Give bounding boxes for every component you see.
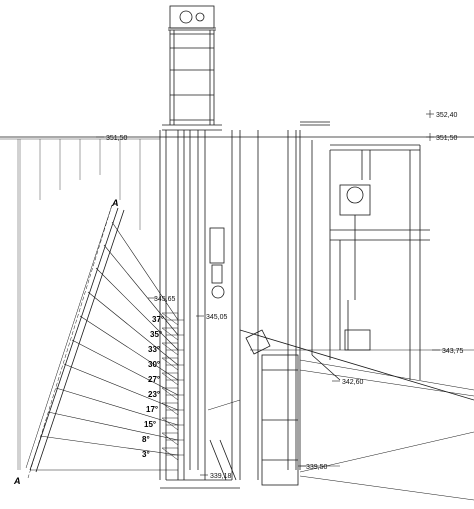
elevation-low-center: 339,50 <box>306 464 328 471</box>
section-marker-top: A <box>111 198 119 208</box>
elevation-top-right: 352,40 <box>436 112 458 119</box>
elevation-bottom: 339,18 <box>210 473 232 480</box>
angle-label: 23° <box>148 390 160 399</box>
angle-label: 27° <box>148 375 160 384</box>
gate-rungs <box>166 319 184 456</box>
section-line <box>27 204 113 479</box>
elevation-right-low: 342,60 <box>342 379 364 386</box>
left-embankment <box>17 139 141 470</box>
elevation-water-left: 351,50 <box>106 135 128 142</box>
machine-room <box>300 121 430 380</box>
hoist-tower <box>162 5 222 131</box>
angle-label: 3° <box>142 450 150 459</box>
elevation-mid: 345,05 <box>206 314 228 321</box>
right-embankment <box>299 359 474 501</box>
culvert <box>207 130 474 486</box>
section-marker-bottom: A <box>13 476 21 486</box>
angle-rays <box>30 221 179 471</box>
right-column <box>287 130 341 470</box>
gate-shaft <box>159 130 240 489</box>
elevation-right-mid: 343,75 <box>442 348 464 355</box>
angle-markers <box>161 312 179 461</box>
angle-label: 33° <box>148 345 160 354</box>
angle-label: 17° <box>146 405 158 414</box>
elevation-ticks <box>96 110 474 476</box>
elevation-gate-top: 345,65 <box>154 296 176 303</box>
elevation-water-right: 351,50 <box>436 135 458 142</box>
angle-label: 8° <box>142 435 150 444</box>
angle-label: 15° <box>144 420 156 429</box>
angle-label: 35° <box>150 330 162 339</box>
angle-label: 37° <box>152 315 164 324</box>
inclined-ladder <box>25 204 125 473</box>
angle-label: 30° <box>148 360 160 369</box>
